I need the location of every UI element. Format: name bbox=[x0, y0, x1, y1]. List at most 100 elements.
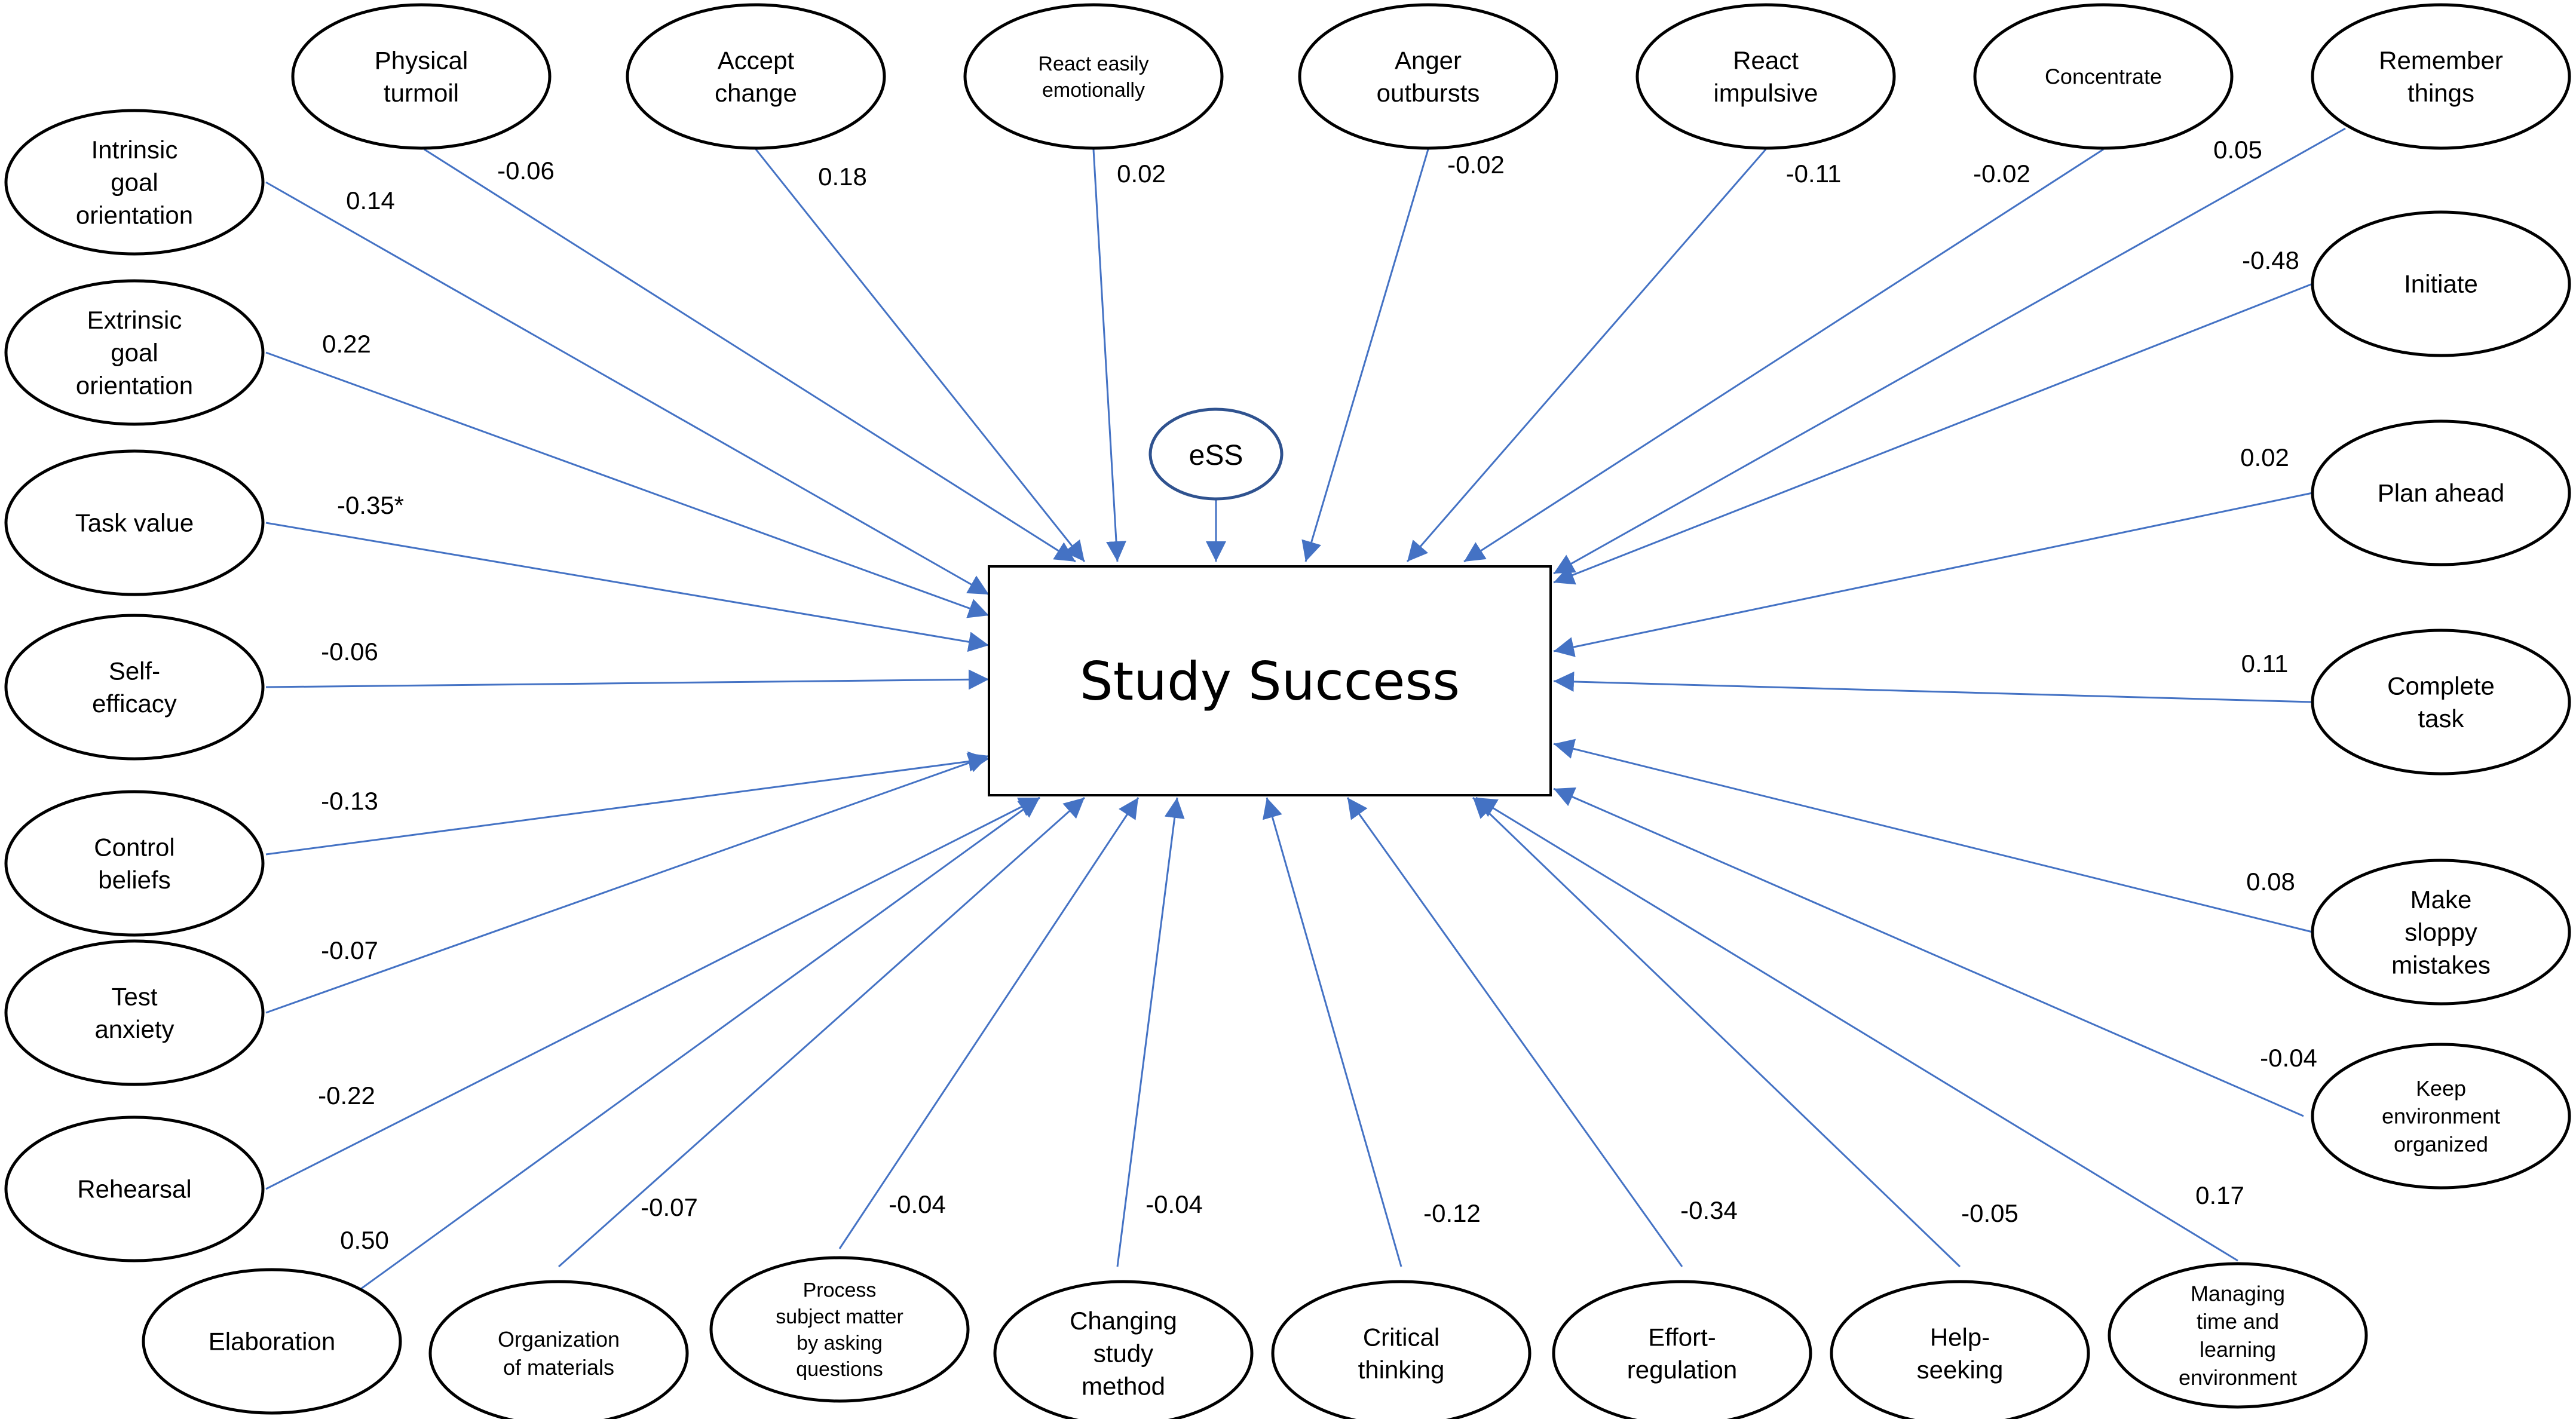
arrow-elaboration bbox=[358, 796, 1040, 1292]
node-anger-outbursts-label-line: outbursts bbox=[1377, 79, 1480, 107]
node-changing-study-method-label-line: Changing bbox=[1070, 1307, 1177, 1335]
node-plan-ahead: Plan ahead bbox=[2311, 419, 2571, 566]
node-extrinsic-goal-orientation-ellipse bbox=[4, 279, 265, 426]
node-extrinsic-goal-orientation-label-line: Extrinsic bbox=[87, 306, 182, 334]
arrow-keep-environment-organized bbox=[1553, 787, 2304, 1117]
node-complete-task-ellipse bbox=[2311, 629, 2571, 776]
edges-layer bbox=[265, 127, 2346, 1292]
node-make-sloppy-mistakes-label-line: sloppy bbox=[2405, 918, 2477, 946]
node-elaboration-ellipse bbox=[142, 1268, 402, 1415]
coefficient-initiate: -0.48 bbox=[2242, 246, 2299, 274]
coefficient-test-anxiety: -0.07 bbox=[321, 936, 378, 964]
node-help-seeking: Help-seeking bbox=[1830, 1280, 2090, 1419]
arrow-react-easily-emotionally bbox=[1092, 149, 1127, 562]
node-intrinsic-goal-orientation-label-line: orientation bbox=[76, 201, 193, 229]
node-keep-environment-organized-ellipse bbox=[2311, 1043, 2571, 1190]
node-make-sloppy-mistakes-label-line: mistakes bbox=[2391, 951, 2491, 979]
node-organization-of-materials-ellipse bbox=[428, 1280, 689, 1419]
arrow-complete-task bbox=[1553, 671, 2313, 703]
node-complete-task-label-line: Complete bbox=[2387, 672, 2495, 700]
coefficient-rehearsal: -0.22 bbox=[318, 1081, 375, 1110]
node-extrinsic-goal-orientation-label-line: goal bbox=[111, 339, 158, 367]
study-success-label: Study Success bbox=[1080, 651, 1460, 712]
node-physical-turmoil-ellipse bbox=[291, 3, 552, 150]
coefficient-organization-of-materials: -0.07 bbox=[641, 1193, 698, 1221]
node-initiate: Initiate bbox=[2311, 210, 2571, 357]
node-managing-time-label-line: Managing bbox=[2191, 1281, 2285, 1305]
node-remember-things-label-line: Remember bbox=[2379, 46, 2503, 74]
coefficient-keep-environment-organized: -0.04 bbox=[2260, 1044, 2317, 1072]
node-task-value-ellipse bbox=[4, 449, 265, 596]
arrow-accept-change bbox=[755, 149, 1086, 562]
node-test-anxiety-ellipse bbox=[4, 939, 265, 1086]
node-rehearsal-label-line: Rehearsal bbox=[77, 1175, 191, 1203]
node-intrinsic-goal-orientation-ellipse bbox=[4, 109, 265, 256]
node-effort-regulation-label-line: regulation bbox=[1627, 1356, 1737, 1384]
node-react-easily-emotionally-label-line: emotionally bbox=[1042, 79, 1145, 102]
node-critical-thinking-label-line: thinking bbox=[1358, 1356, 1445, 1384]
node-task-value: Task value bbox=[4, 449, 265, 596]
node-react-easily-emotionally-label-line: React easily bbox=[1038, 53, 1148, 75]
node-help-seeking-label-line: Help- bbox=[1930, 1323, 1990, 1351]
node-initiate-ellipse bbox=[2311, 210, 2571, 357]
coefficient-changing-study-method: -0.04 bbox=[1145, 1190, 1203, 1218]
node-initiate-label-line: Initiate bbox=[2404, 270, 2478, 298]
node-test-anxiety-label-line: Test bbox=[111, 982, 157, 1010]
node-effort-regulation-ellipse bbox=[1552, 1280, 1812, 1419]
node-rehearsal: Rehearsal bbox=[4, 1115, 265, 1262]
node-control-beliefs-label-line: Control bbox=[94, 833, 174, 861]
arrow-task-value bbox=[265, 522, 990, 652]
node-react-easily-emotionally-ellipse bbox=[963, 3, 1224, 150]
node-control-beliefs-ellipse bbox=[4, 790, 265, 937]
arrow-critical-thinking bbox=[1263, 797, 1402, 1267]
node-concentrate: Concentrate bbox=[1973, 3, 2234, 150]
coefficient-plan-ahead: 0.02 bbox=[2240, 443, 2289, 471]
node-keep-environment-organized-label-line: organized bbox=[2394, 1132, 2488, 1156]
node-complete-task-label-line: task bbox=[2418, 704, 2464, 733]
node-help-seeking-label-line: seeking bbox=[1917, 1356, 2004, 1384]
node-process-subject-matter-label-line: questions bbox=[796, 1358, 883, 1381]
node-process-subject-matter-ellipse bbox=[709, 1256, 970, 1403]
node-remember-things-ellipse bbox=[2311, 3, 2571, 150]
node-concentrate-label-line: Concentrate bbox=[2045, 65, 2162, 89]
study-success-node: Study Success bbox=[988, 565, 1552, 796]
arrow-physical-turmoil bbox=[424, 148, 1076, 563]
arrow-test-anxiety bbox=[265, 753, 990, 1014]
coefficient-extrinsic-goal-orientation: 0.22 bbox=[322, 330, 371, 358]
node-elaboration-label-line: Elaboration bbox=[209, 1328, 335, 1356]
node-rehearsal-ellipse bbox=[4, 1115, 265, 1262]
arrow-organization-of-materials bbox=[558, 796, 1085, 1268]
node-effort-regulation-label-line: Effort- bbox=[1648, 1323, 1716, 1351]
node-changing-study-method-label-line: method bbox=[1082, 1372, 1165, 1400]
arrow-initiate bbox=[1553, 283, 2313, 585]
node-react-impulsive-label-line: impulsive bbox=[1713, 79, 1818, 107]
node-process-subject-matter-label-line: Process bbox=[803, 1279, 877, 1302]
node-complete-task: Complete task bbox=[2311, 629, 2571, 776]
coefficient-remember-things: 0.05 bbox=[2213, 136, 2262, 164]
node-remember-things-label-line: things bbox=[2407, 79, 2474, 107]
node-critical-thinking-ellipse bbox=[1271, 1280, 1531, 1419]
node-elaboration: Elaboration bbox=[142, 1268, 402, 1415]
coefficient-effort-regulation: -0.34 bbox=[1680, 1196, 1738, 1224]
node-control-beliefs: Control beliefs bbox=[4, 790, 265, 937]
coefficient-accept-change: 0.18 bbox=[818, 163, 867, 191]
node-remember-things: Remember things bbox=[2311, 3, 2571, 150]
arrow-managing-time bbox=[1475, 796, 2238, 1262]
error-term-ellipse bbox=[1148, 407, 1284, 501]
arrow-plan-ahead bbox=[1553, 492, 2313, 657]
arrow-intrinsic-goal-orientation bbox=[265, 181, 990, 596]
node-make-sloppy-mistakes-label-line: Make bbox=[2410, 885, 2472, 914]
node-control-beliefs-label-line: beliefs bbox=[98, 866, 170, 894]
coefficient-elaboration: 0.50 bbox=[340, 1226, 389, 1254]
node-changing-study-method-label-line: study bbox=[1094, 1340, 1153, 1368]
error-term-node: eSS bbox=[1148, 407, 1284, 501]
arrow-help-seeking bbox=[1472, 796, 1961, 1268]
node-managing-time-label-line: time and bbox=[2197, 1309, 2279, 1334]
